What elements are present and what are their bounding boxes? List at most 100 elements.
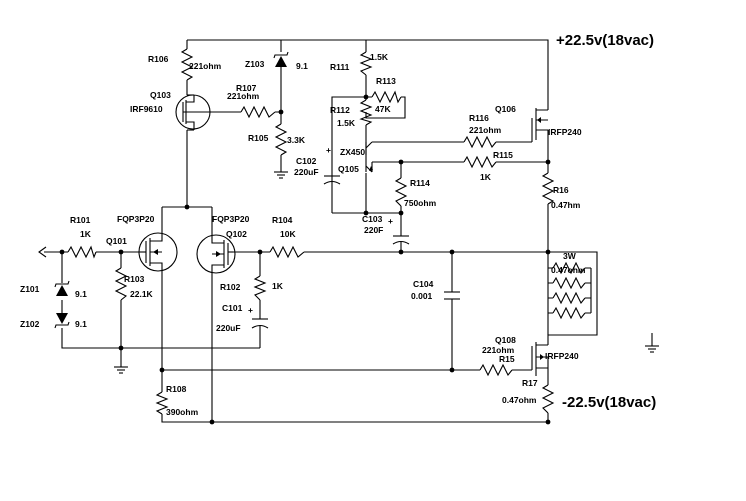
q101-label: Q101 [106,236,127,246]
r103-label: R103 [124,274,145,284]
zener-z101 [54,280,70,296]
junction-dot [363,94,369,100]
r114-wire [365,162,402,214]
mosfet-q103 [175,94,214,131]
capacitor-c104 [444,291,460,300]
junctions [59,94,551,425]
r115-label: R115 [493,150,513,160]
junction-dot [184,204,190,210]
c101-label: C101 [222,303,243,313]
junction-dot [398,249,404,255]
junction-dot [545,249,551,255]
resistor-r116 [463,135,497,149]
resistor-r108 [155,391,169,415]
r108-value: 390ohm [166,407,199,417]
c103-plus: + [388,216,393,226]
vbe-left-wire [331,96,366,213]
junction-dot [398,159,404,165]
mosfet-q106 [531,95,549,142]
capacitor-c101 [251,318,269,329]
c101-plus: + [248,305,253,315]
r112-value: 1.5K [337,118,356,128]
q108-type: IRFP240 [545,351,579,361]
q103-label: Q103 [150,90,171,100]
z103-label: Z103 [245,59,265,69]
wires [44,39,598,423]
z101-value: 9.1 [75,289,87,299]
r17-label: R17 [522,378,538,388]
r106-label: R106 [148,54,169,64]
z101-label: Z101 [20,284,40,294]
resistor-r101 [67,245,97,259]
resistor-r111 [359,51,373,76]
junction-dot [449,367,455,373]
r101-value: 1K [80,229,92,239]
positive-rail-wire [187,39,549,95]
ground-symbol [645,333,659,353]
zener-diodes [54,51,289,329]
q102-type: FQP3P20 [212,214,250,224]
resistor-r104 [269,245,305,259]
resistor-r115 [463,155,497,169]
component-labels: +22.5v(18vac) -22.5v(18vac) R106 221ohm … [20,32,656,417]
z103-value: 9.1 [296,61,308,71]
c104-label: C104 [413,279,434,289]
input-arrow-icon [38,246,47,258]
c102-label: C102 [296,156,317,166]
capacitor-c102 [323,175,341,185]
c103-value: 220F [364,225,383,235]
resistor-r113 [371,90,402,104]
r115-value: 1K [480,172,492,182]
junction-dot [118,249,124,255]
r15-value: 221ohm [482,345,515,355]
capacitors [251,175,460,329]
zx450-label: ZX450 [340,147,365,157]
resistor-bank-1 [552,261,586,275]
r104-label: R104 [272,215,293,225]
r17-value: 0.47ohm [502,395,537,405]
r107-label: R107 [236,83,257,93]
c103-label: C103 [362,214,383,224]
junction-dot [545,419,551,425]
resistor-r102 [253,275,267,301]
q108-label: Q108 [495,335,516,345]
z102-value: 9.1 [75,319,87,329]
resistor-r105 [274,123,288,156]
bank-value: 0.47ohm [551,265,586,275]
q103-type: IRF9610 [130,104,163,114]
resistor-r15 [479,363,513,377]
c101-value: 220uF [216,323,241,333]
bank-bus-left [547,252,553,335]
resistor-r17 [541,384,555,414]
resistor-bank-2 [552,276,586,290]
junction-dot [159,367,165,373]
resistor-r16 [541,172,555,205]
c104-value: 0.001 [411,291,433,301]
r101-label: R101 [70,215,91,225]
ground-symbol [274,171,288,179]
mosfet-q108 [531,342,549,380]
junction-dot [59,249,65,255]
c102-plus: + [326,145,331,155]
resistor-r103 [114,267,128,301]
zener-z103 [273,51,289,67]
capacitor-c103 [392,235,410,245]
junction-dot [363,210,369,216]
r16-label: R16 [553,185,569,195]
bank-bus-right [585,267,592,314]
zener-z102 [54,313,70,329]
junction-dot [545,159,551,165]
junction-dot [398,210,404,216]
r102-label: R102 [220,282,241,292]
ground-symbol [114,366,128,374]
c102-value: 220uF [294,167,319,177]
junction-dot [118,345,124,351]
resistors [67,48,586,415]
mosfet-q102 [196,234,236,274]
output-bus [233,251,598,345]
q102-label: Q102 [226,229,247,239]
r111-label: R111 [330,62,350,72]
r106-value: 221ohm [189,61,222,71]
resistor-bank-3 [552,291,586,305]
r116-label: R116 [469,113,489,123]
